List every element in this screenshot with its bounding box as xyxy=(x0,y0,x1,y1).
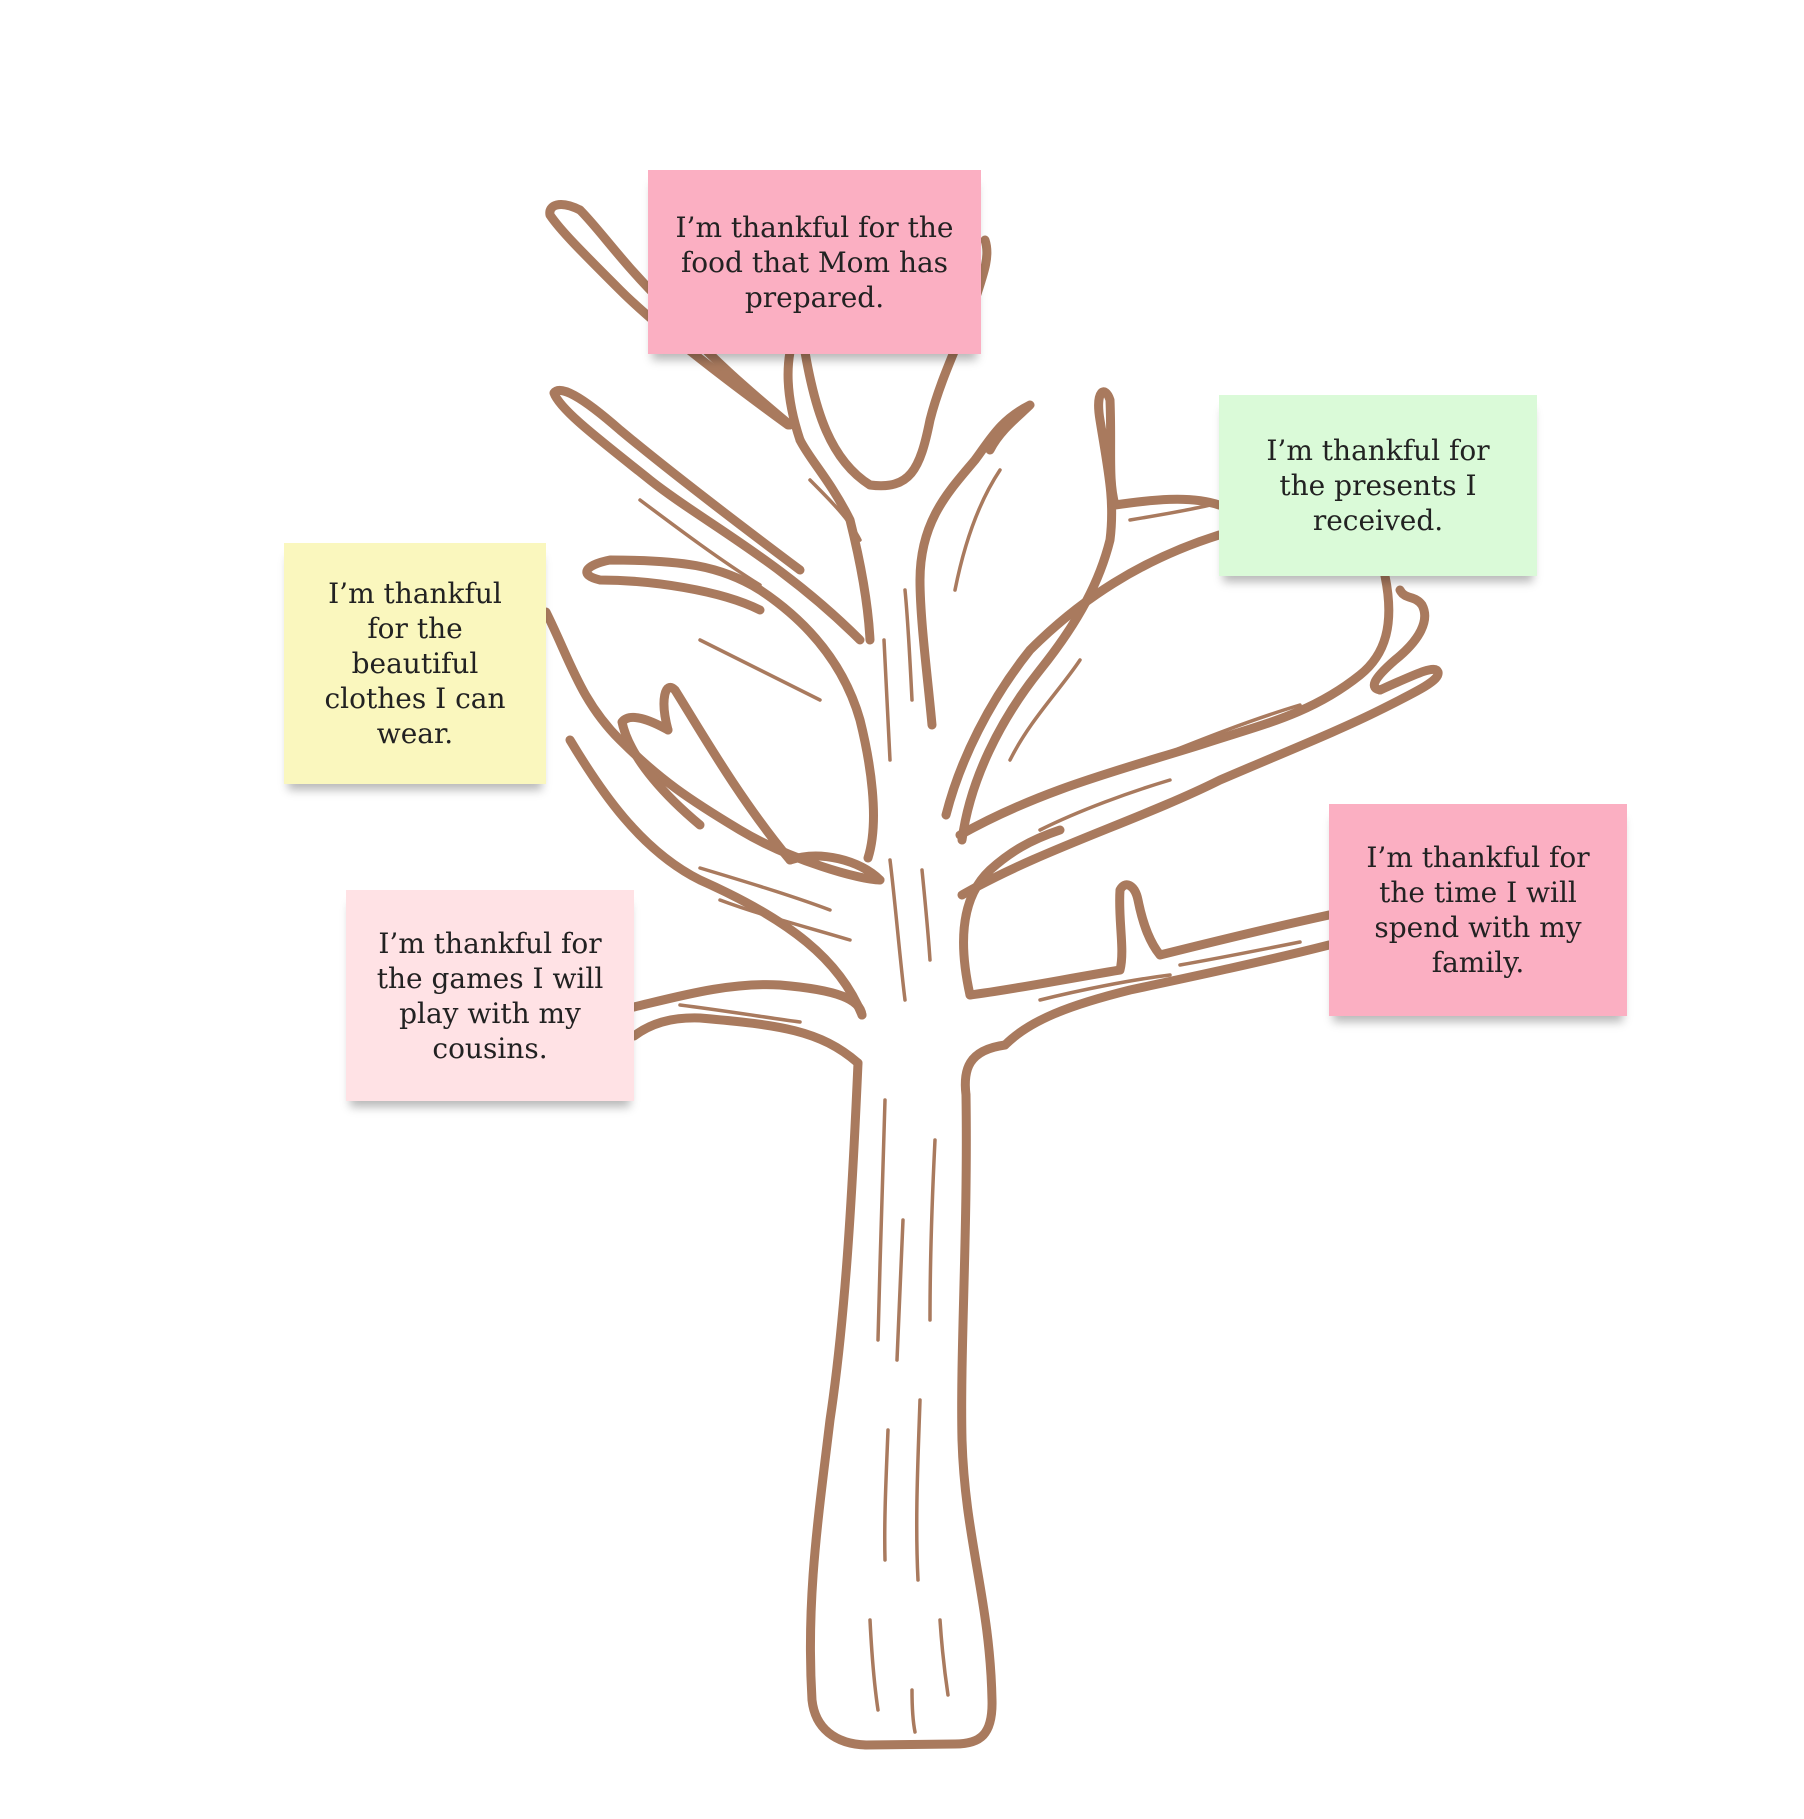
sticky-note-time[interactable]: I’m thankful for the time I will spend w… xyxy=(1329,804,1627,1016)
branch-left-mid-bottom xyxy=(565,735,867,1020)
branch-left-mid-top xyxy=(541,607,885,885)
branch-center-top-notch xyxy=(783,347,805,445)
branch-right-lower-tip xyxy=(1369,585,1430,695)
branch-upper-left-long xyxy=(549,385,865,645)
branch-top-left-outer xyxy=(545,200,793,430)
branch-inner-left-d xyxy=(582,555,878,863)
trunk-left-edge xyxy=(805,1058,871,1750)
sticky-note-food[interactable]: I’m thankful for the food that Mom has p… xyxy=(648,170,981,354)
branch-lower-right-b xyxy=(1000,940,1334,1050)
branch-lower-right-c xyxy=(965,880,1334,1000)
sticky-note-presents-text: I’m thankful for the presents I received… xyxy=(1266,434,1490,537)
sticky-note-time-text: I’m thankful for the time I will spend w… xyxy=(1366,841,1590,979)
trunk-right-join xyxy=(960,1040,1010,1100)
branch-inner-left-a xyxy=(785,851,885,885)
branch-right-upper-top xyxy=(941,530,1224,820)
branch-right-lower-bottom xyxy=(957,664,1443,900)
sticky-note-clothes[interactable]: I’m thankful for the beautiful clothes I… xyxy=(284,543,546,784)
sticky-note-presents[interactable]: I’m thankful for the presents I received… xyxy=(1219,395,1537,576)
sticky-note-food-text: I’m thankful for the food that Mom has p… xyxy=(675,210,954,314)
branch-lower-left xyxy=(629,1013,863,1068)
branch-center-right xyxy=(915,400,1035,730)
sticky-note-clothes-text: I’m thankful for the beautiful clothes I… xyxy=(324,577,506,750)
branch-lower-right-a xyxy=(959,825,1065,1000)
sticky-note-games[interactable]: I’m thankful for the games I will play w… xyxy=(346,890,634,1101)
branch-inner-left-c xyxy=(617,713,705,830)
branch-lower-left-top xyxy=(629,980,867,1020)
branch-center-top-left xyxy=(795,435,875,645)
branch-inner-left-b xyxy=(659,683,795,865)
trunk-right-edge xyxy=(861,1090,997,1750)
branch-right-lower-top xyxy=(955,571,1394,840)
branch-right-upper-bottom xyxy=(957,387,1224,845)
sticky-note-games-text: I’m thankful for the games I will play w… xyxy=(376,926,604,1065)
